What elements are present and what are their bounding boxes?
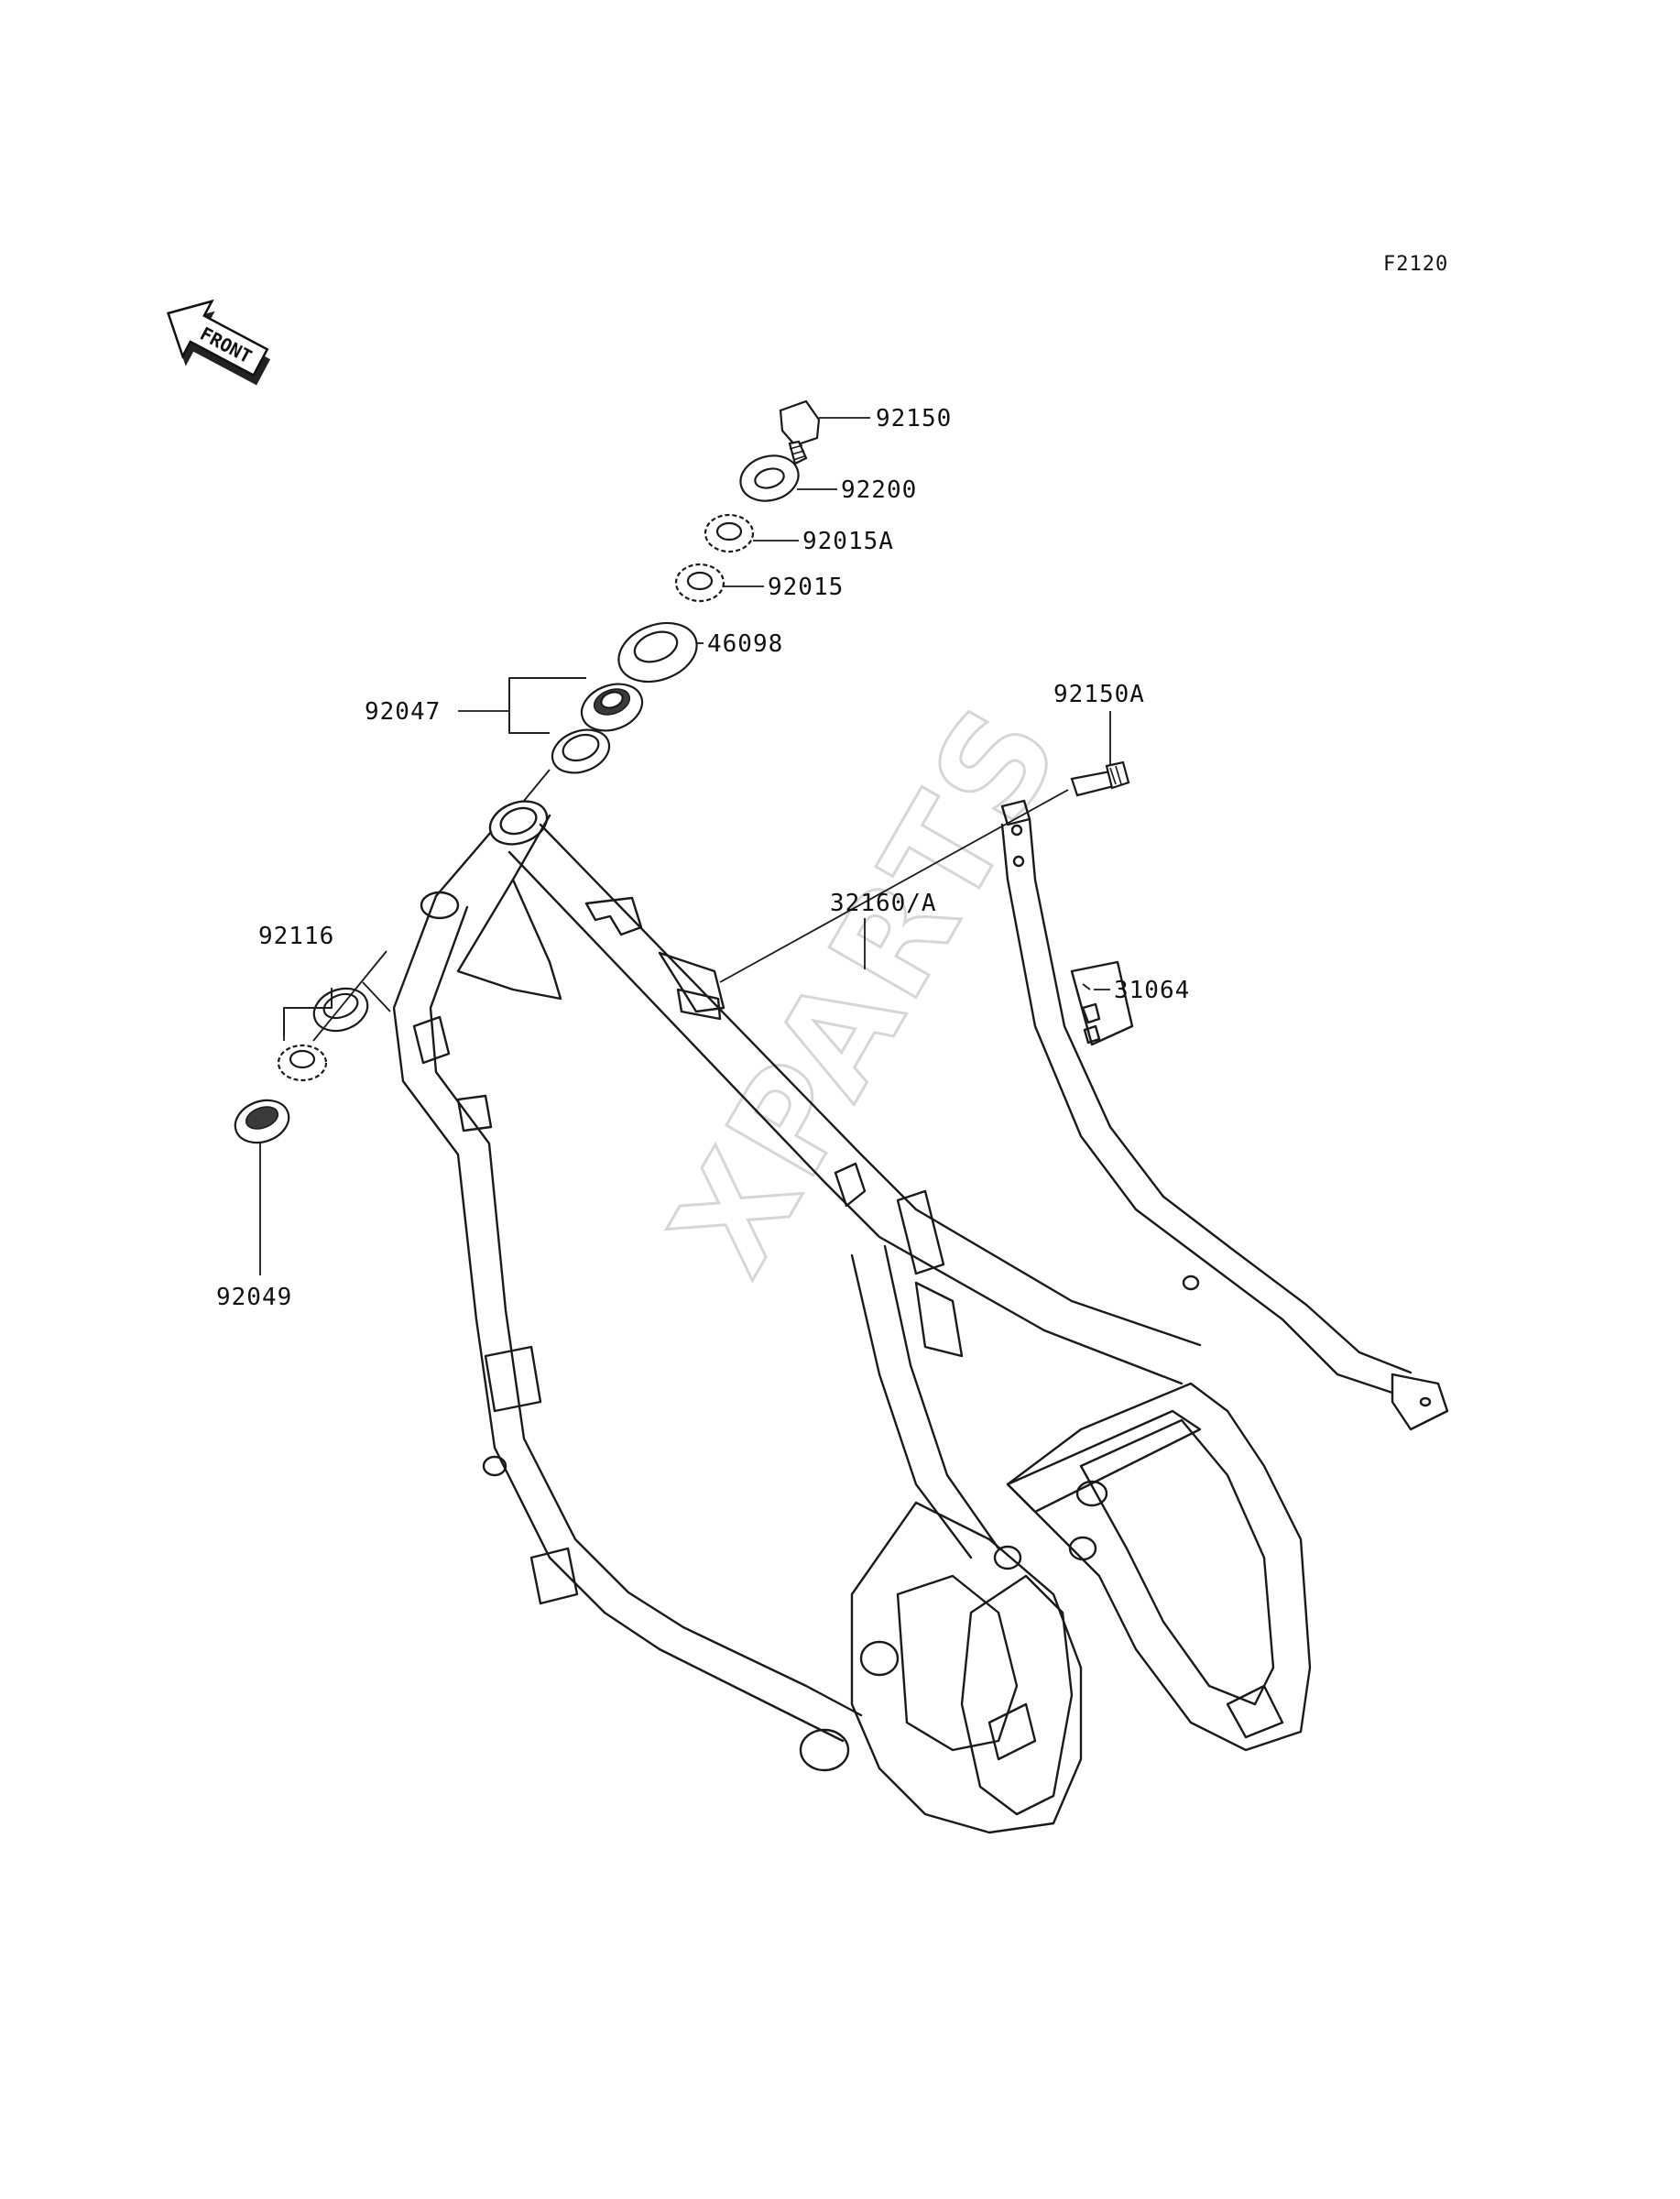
seal-46098-part: [617, 621, 698, 684]
seal-92049-part: [234, 1099, 290, 1144]
rear-frame-31064: [1000, 799, 1449, 1431]
callout-31064: 31064: [1114, 977, 1190, 1004]
washer-92200-part: [739, 454, 800, 502]
callout-92116: 92116: [258, 923, 334, 950]
callout-92049: 92049: [216, 1284, 292, 1311]
bolt-92150a-part: [1070, 760, 1130, 797]
callout-46098: 46098: [707, 630, 783, 658]
front-direction-arrow-icon: FRONT: [166, 299, 271, 386]
watermark-text: XPARTS: [641, 677, 1092, 1299]
callout-92200: 92200: [841, 476, 917, 504]
nut-lower-part: [277, 1044, 328, 1082]
callout-92150: 92150: [876, 405, 952, 432]
bearing-92047-upper-part: [580, 683, 644, 732]
nut-92015-part: [674, 563, 725, 603]
callout-92047: 92047: [365, 698, 441, 726]
nut-92015a-part: [704, 513, 755, 553]
callout-92015a: 92015A: [802, 528, 894, 555]
callout-92015: 92015: [768, 574, 844, 601]
race-92116-part: [312, 987, 369, 1033]
callout-32160-a: 32160/A: [830, 890, 937, 917]
bearing-92047-lower-part: [551, 728, 611, 774]
callout-92150a: 92150A: [1053, 681, 1145, 708]
watermark: XPARTS: [640, 676, 1094, 1301]
main-frame-32160: [392, 800, 1312, 1834]
bolt-92150-part: [779, 399, 821, 465]
figure-code: F2120: [1383, 253, 1448, 276]
bracket-92116: [283, 988, 333, 1041]
bracket-92047: [508, 677, 586, 734]
